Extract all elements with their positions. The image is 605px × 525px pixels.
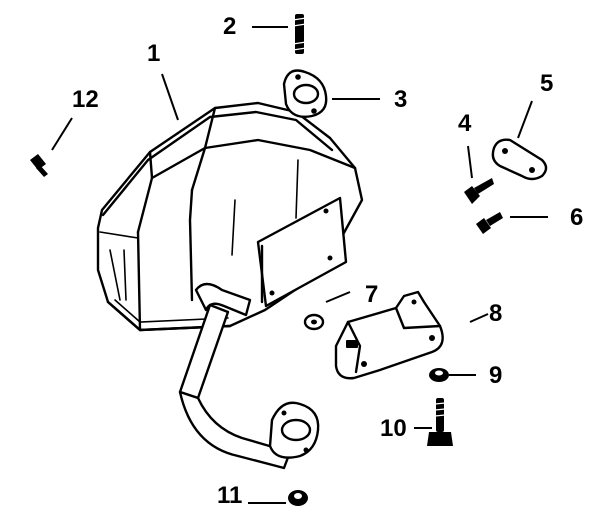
exhaust-pipe bbox=[178, 390, 320, 470]
bolt-medium bbox=[476, 212, 503, 234]
mounting-bracket-large bbox=[334, 290, 444, 380]
callout-7: 7 bbox=[365, 281, 379, 308]
callout-4: 4 bbox=[458, 110, 472, 137]
bolt-short bbox=[464, 178, 494, 204]
callout-5: 5 bbox=[540, 70, 554, 97]
screw bbox=[30, 154, 48, 177]
callout-10: 10 bbox=[380, 415, 407, 442]
callout-2: 2 bbox=[223, 13, 237, 40]
muffler-body bbox=[96, 101, 364, 400]
washer bbox=[303, 313, 325, 331]
callout-1: 1 bbox=[147, 40, 161, 67]
callout-8: 8 bbox=[489, 300, 503, 327]
callout-6: 6 bbox=[570, 204, 584, 231]
gasket bbox=[282, 69, 328, 118]
leader-lines bbox=[51, 26, 548, 504]
callout-12: 12 bbox=[72, 86, 99, 113]
nut bbox=[429, 368, 449, 382]
callout-11: 11 bbox=[217, 482, 243, 509]
stud bbox=[292, 14, 307, 54]
flange-nut bbox=[288, 490, 308, 506]
callout-9: 9 bbox=[489, 362, 503, 389]
mounting-bracket-small bbox=[491, 138, 548, 181]
callout-3: 3 bbox=[394, 86, 408, 113]
bolt-long bbox=[427, 398, 453, 446]
